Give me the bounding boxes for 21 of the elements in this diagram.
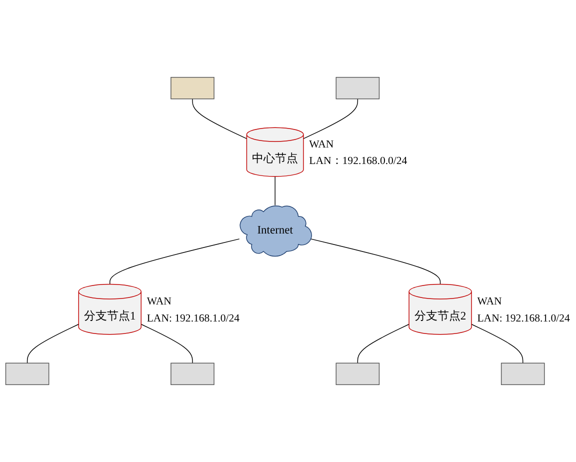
node-box [170,362,214,386]
node-box [170,76,214,100]
node-box [500,362,545,386]
connector [310,238,441,285]
node-annotation: WAN [146,296,172,308]
node-box [5,362,50,386]
node-box [336,76,380,100]
node-annotation: LAN: 192.168.1.0/24 [146,312,240,324]
connector [274,176,276,206]
connector [26,324,79,364]
node-annotation: LAN: 192.168.1.0/24 [477,312,570,324]
connector [303,98,358,140]
connector [357,324,410,364]
node-annotation: LAN：192.168.0.0/24 [309,154,408,167]
node-annotation: WAN [309,138,334,150]
node-box [336,362,380,386]
connector [140,324,193,364]
connector [110,238,240,285]
connector [471,324,524,364]
connector [192,98,248,140]
node-annotation: WAN [477,296,502,308]
